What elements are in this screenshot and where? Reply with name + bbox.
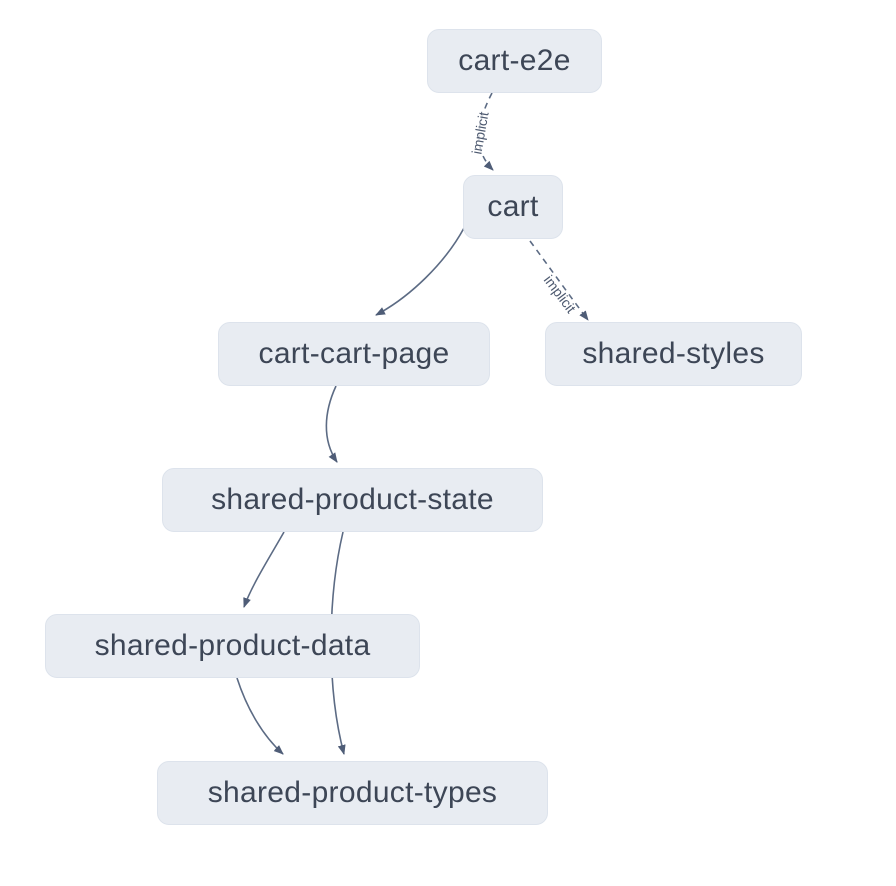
graph-node-label: cart — [487, 190, 539, 223]
graph-node-label: cart-e2e — [458, 44, 571, 77]
graph-node-shared-product-data[interactable]: shared-product-data — [45, 614, 420, 678]
graph-node-cart-cart-page[interactable]: cart-cart-page — [218, 322, 490, 386]
graph-node-shared-product-state[interactable]: shared-product-state — [162, 468, 543, 532]
graph-node-label: cart-cart-page — [258, 337, 450, 370]
edge-cart-to-cart-cart-page — [375, 227, 465, 316]
graph-node-shared-styles[interactable]: shared-styles — [545, 322, 802, 386]
edge-cart-cart-page-to-shared-product-state — [325, 385, 338, 463]
graph-node-label: shared-product-data — [94, 629, 371, 662]
graph-node-shared-product-types[interactable]: shared-product-types — [157, 761, 548, 825]
edge-cart-to-shared-styles — [529, 240, 589, 321]
graph-node-label: shared-styles — [582, 337, 765, 370]
edge-cart-e2e-to-cart — [478, 92, 494, 171]
edge-shared-product-state-to-shared-product-data — [243, 531, 285, 608]
graph-node-cart-e2e[interactable]: cart-e2e — [427, 29, 602, 93]
edge-shared-product-data-to-shared-product-types — [236, 677, 284, 755]
graph-node-label: shared-product-state — [211, 483, 494, 516]
graph-node-label: shared-product-types — [207, 776, 498, 809]
graph-node-cart[interactable]: cart — [463, 175, 563, 239]
